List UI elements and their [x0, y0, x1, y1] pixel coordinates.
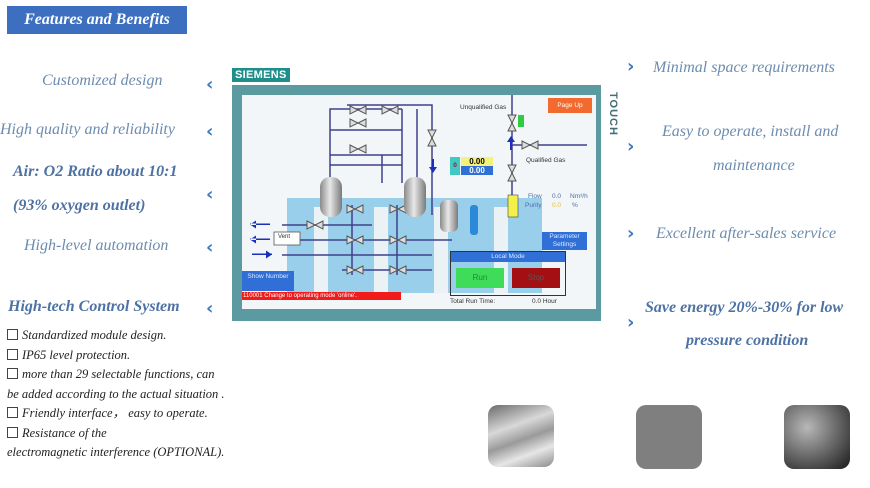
checkbox-icon: [7, 426, 18, 438]
buffer-tank: [440, 200, 458, 232]
chevron-left-icon: ‹: [206, 74, 214, 95]
feature-control-system: High-tech Control System: [8, 298, 180, 315]
vent-label: Vent: [278, 234, 291, 240]
valve-icon: [306, 220, 324, 230]
valve-icon: [346, 204, 364, 214]
counter-value: 0: [450, 157, 460, 175]
feature-minimal-space: Minimal space requirements: [653, 59, 835, 76]
feature-oxygen-outlet: (93% oxygen outlet): [13, 197, 146, 214]
feature-easy-operate: Easy to operate, install and: [662, 123, 839, 140]
list-item: be added according to the actual situati…: [7, 386, 225, 401]
purity-label: Purity: [525, 202, 542, 209]
checkbox-icon: [7, 329, 18, 340]
parameter-settings-button[interactable]: Parameter Settings: [542, 232, 587, 250]
show-number-button[interactable]: Show Number: [242, 271, 294, 291]
adsorption-tower-right: [404, 177, 426, 217]
local-mode-title: Local Mode: [451, 252, 565, 262]
flowmeter: [507, 194, 519, 218]
local-mode-panel: Local Mode Run Stop: [450, 251, 566, 296]
flow-label: Flow: [528, 193, 542, 200]
thumbnail-dark-texture[interactable]: [784, 405, 850, 469]
checkbox-icon: [7, 348, 18, 360]
run-button[interactable]: Run: [456, 268, 504, 288]
list-item: Standardized module design.: [7, 326, 262, 346]
hmi-screen: Unqualified Gas Qualified Gas Page Up 0 …: [242, 95, 596, 309]
arrow-left-icon: [250, 235, 270, 244]
chevron-left-icon: ‹: [206, 237, 214, 258]
feature-automation: High-level automation: [24, 237, 169, 254]
adsorption-tower-left: [320, 177, 342, 217]
alarm-bar: 110001 Change to operating mode 'online'…: [242, 292, 401, 300]
unqualified-gas-label: Unqualified Gas: [460, 104, 507, 111]
feature-air-o2-ratio: Air: O2 Ratio about 10:1: [13, 163, 178, 180]
valve-icon: [346, 265, 364, 275]
arrow-left-icon: [250, 220, 270, 229]
green-indicator: [518, 115, 524, 127]
checkbox-icon: [7, 407, 18, 418]
control-system-list: Standardized module design. IP65 level p…: [7, 326, 262, 463]
list-item: more than 29 selectable functions, can: [7, 365, 262, 385]
arrows: [250, 136, 515, 259]
feature-low-pressure: pressure condition: [686, 332, 809, 349]
vent-silencer: [273, 231, 301, 246]
valve-icon: [507, 114, 517, 132]
feature-customized-design: Customized design: [42, 72, 163, 89]
feature-maintenance: maintenance: [713, 157, 795, 174]
valve-icon: [427, 129, 437, 147]
filter: [470, 205, 478, 235]
list-item: electromagnetic interference (OPTIONAL).: [7, 445, 225, 459]
chevron-left-icon: ‹: [206, 184, 214, 205]
section-title: Features and Benefits: [7, 6, 187, 34]
touch-label: TOUCH: [607, 92, 619, 136]
arrow-right-icon: [252, 250, 272, 259]
feature-save-energy: Save energy 20%-30% for low: [645, 299, 844, 316]
siemens-logo: SIEMENS: [232, 68, 290, 82]
purity-value: 0.0: [552, 202, 562, 209]
arrow-up-icon: [507, 136, 515, 150]
valve-icon: [381, 105, 399, 115]
qualified-gas-label: Qualified Gas: [526, 157, 566, 164]
purity-unit: %: [572, 202, 578, 209]
flow-value: 0.0: [552, 193, 562, 200]
valve-icon: [389, 235, 407, 245]
value-top: 0.00: [461, 157, 493, 166]
value-bottom: 0.00: [461, 166, 493, 175]
valve-icon: [349, 105, 367, 115]
list-item: Resistance of the: [7, 424, 262, 444]
chevron-right-icon: ›: [627, 136, 635, 157]
counter-display: 0 0.00 0.00: [450, 157, 494, 175]
flow-unit: Nm³/h: [570, 193, 588, 200]
valve-icon: [349, 118, 367, 128]
chevron-right-icon: ›: [627, 312, 635, 333]
valve-icon: [507, 164, 517, 182]
process-diagram: [250, 95, 587, 293]
valve-icon: [349, 144, 367, 154]
valve-icon: [389, 265, 407, 275]
thumbnail-plain-gray[interactable]: [636, 405, 702, 469]
feature-after-sales: Excellent after-sales service: [656, 225, 837, 242]
list-item: IP65 level protection.: [7, 346, 262, 366]
chevron-left-icon: ‹: [206, 298, 214, 319]
arrow-down-icon: [429, 159, 437, 173]
chevron-left-icon: ‹: [206, 121, 214, 142]
page-up-button[interactable]: Page Up: [548, 98, 592, 113]
chevron-right-icon: ›: [627, 223, 635, 244]
feature-quality: High quality and reliability: [0, 121, 175, 138]
total-run-time-label: Total Run Time:: [450, 298, 496, 305]
thumbnail-sand-texture[interactable]: [488, 405, 554, 467]
stop-button[interactable]: Stop: [512, 268, 560, 288]
valve-icon: [521, 140, 539, 150]
total-run-time-value: 0.0 Hour: [532, 298, 557, 305]
checkbox-icon: [7, 368, 18, 379]
list-item: Friendly interface， easy to operate.: [7, 404, 262, 424]
valves: [306, 105, 539, 275]
valve-icon: [346, 235, 364, 245]
chevron-right-icon: ›: [627, 56, 635, 77]
